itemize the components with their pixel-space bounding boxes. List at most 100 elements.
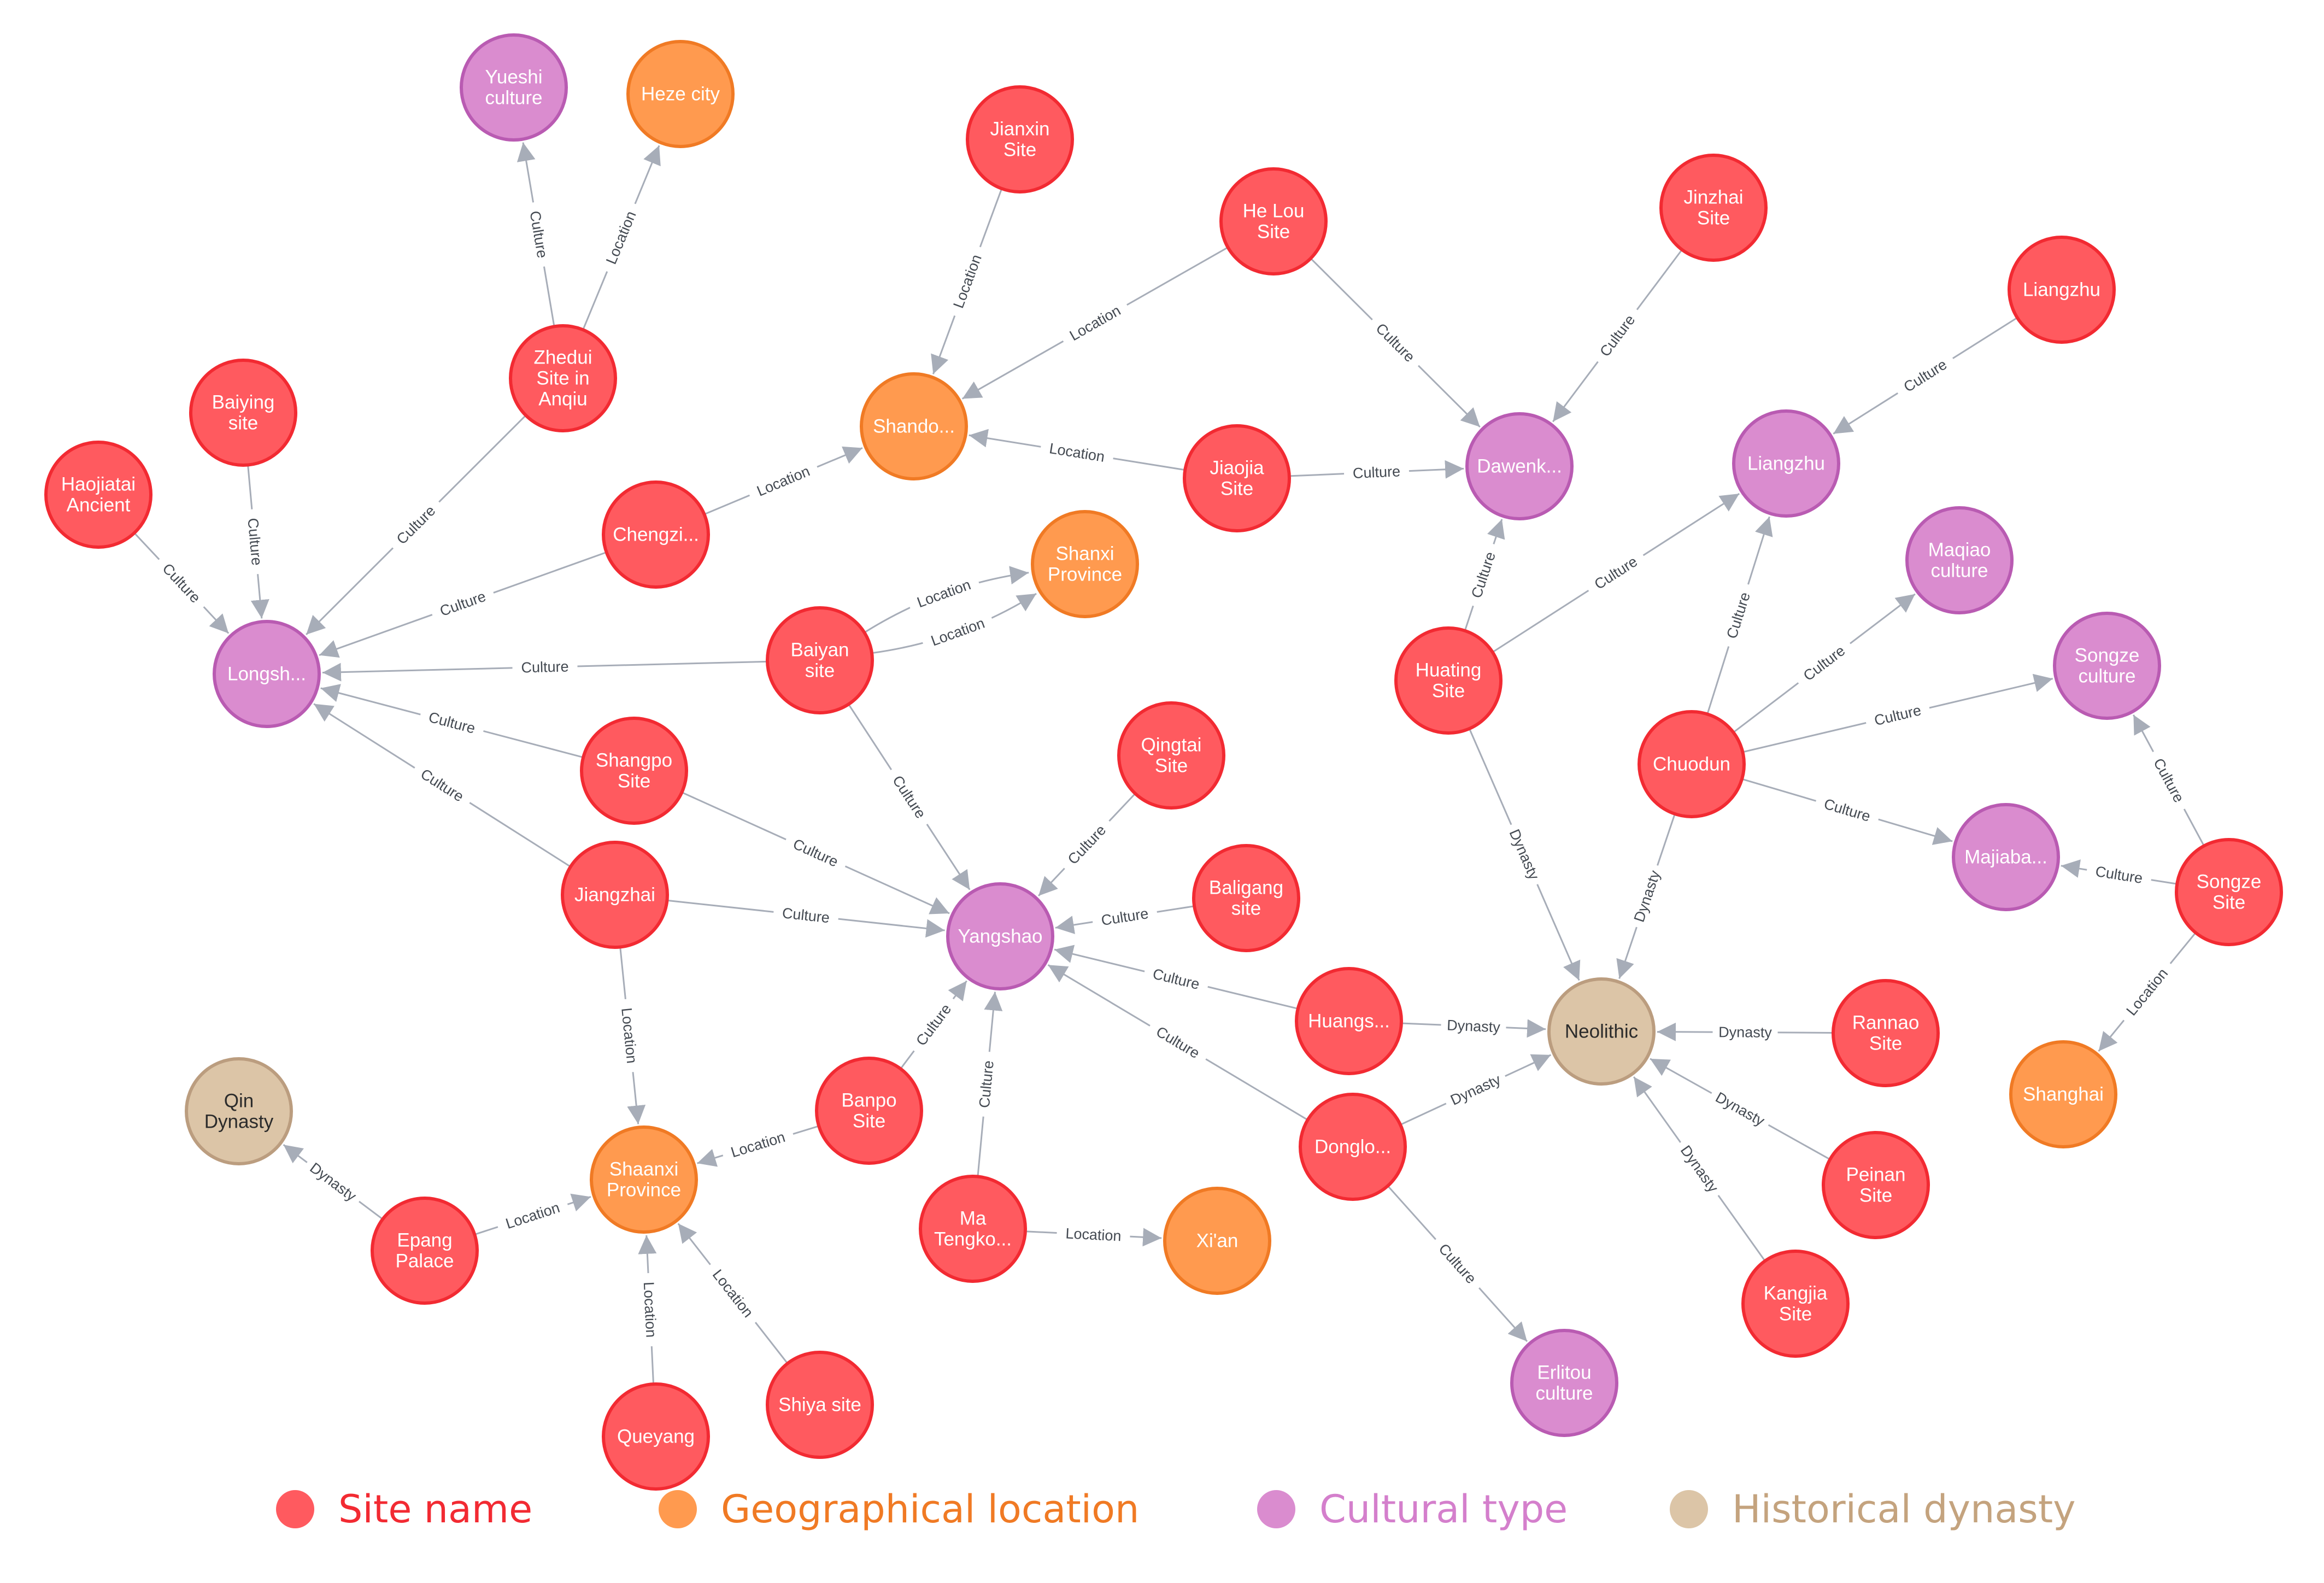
node-circle[interactable] (1741, 1250, 1850, 1358)
edge-label: Location (603, 209, 639, 267)
node-circle[interactable] (1465, 412, 1574, 520)
node-circle[interactable] (2009, 1040, 2117, 1148)
node-label: Epang (397, 1230, 452, 1251)
edge-haojiatai-longshan: Culture (133, 532, 230, 634)
node-circle[interactable] (1299, 1093, 1407, 1201)
node-jiangzhai[interactable]: Jiangzhai (561, 841, 669, 949)
node-circle[interactable] (1905, 506, 2014, 614)
node-circle[interactable] (1219, 167, 1328, 275)
edge-baiying-longshan: Culture (242, 465, 269, 619)
edge-label-bg (495, 1195, 571, 1236)
node-circle[interactable] (1117, 701, 1225, 810)
node-circle[interactable] (1732, 409, 1840, 518)
node-circle[interactable] (860, 372, 968, 480)
node-circle[interactable] (1394, 626, 1503, 735)
node-label: Jianxin (990, 119, 1050, 140)
node-circle[interactable] (509, 324, 617, 432)
node-dawenkou[interactable]: Dawenk... (1465, 412, 1574, 520)
legend-item-location: Geographical location (659, 1487, 1139, 1532)
node-circle[interactable] (1638, 710, 1746, 818)
node-circle[interactable] (590, 1125, 698, 1234)
node-circle[interactable] (1832, 979, 1940, 1087)
node-liangzhu_site[interactable]: Liangzhu (2008, 236, 2116, 344)
node-circle[interactable] (1031, 510, 1139, 618)
node-circle[interactable] (1952, 803, 2060, 911)
node-circle[interactable] (919, 1175, 1027, 1283)
node-shandong[interactable]: Shando... (860, 372, 968, 480)
node-shiya[interactable]: Shiya site (766, 1351, 874, 1459)
edge-label: Culture (1435, 1240, 1479, 1287)
node-majiabang[interactable]: Majiaba... (1952, 803, 2060, 911)
edge-label-bg (1712, 1023, 1778, 1042)
node-circle[interactable] (1659, 154, 1768, 262)
node-circle[interactable] (602, 480, 710, 589)
legend-label-culture: Cultural type (1319, 1487, 1568, 1532)
node-chuodun[interactable]: Chuodun (1638, 710, 1746, 818)
node-circle[interactable] (1183, 424, 1291, 532)
node-mating[interactable]: MaTengko... (919, 1175, 1027, 1283)
node-circle[interactable] (2053, 612, 2161, 720)
node-chengzi[interactable]: Chengzi... (602, 480, 710, 589)
node-yangshao[interactable]: Yangshao (946, 882, 1054, 990)
node-circle[interactable] (1192, 844, 1300, 952)
node-shanghai[interactable]: Shanghai (2009, 1040, 2117, 1148)
node-circle[interactable] (1295, 967, 1403, 1075)
node-label: Longsh... (227, 664, 306, 685)
node-circle[interactable] (1510, 1329, 1618, 1437)
node-label: Site (1155, 755, 1188, 777)
node-huangshan[interactable]: Huangs... (1295, 967, 1403, 1075)
node-circle[interactable] (1822, 1131, 1930, 1239)
node-heze[interactable]: Heze city (626, 40, 735, 148)
node-circle[interactable] (189, 359, 297, 467)
node-circle[interactable] (815, 1057, 923, 1165)
node-xian[interactable]: Xi'an (1163, 1187, 1271, 1295)
node-circle[interactable] (2175, 838, 2283, 946)
node-circle[interactable] (213, 620, 321, 728)
node-circle[interactable] (602, 1382, 710, 1491)
node-circle[interactable] (2008, 236, 2116, 344)
node-donglong[interactable]: Donglo... (1299, 1093, 1407, 1201)
node-circle[interactable] (946, 882, 1054, 990)
node-circle[interactable] (766, 1351, 874, 1459)
node-circle[interactable] (1163, 1187, 1271, 1295)
node-circle[interactable] (44, 441, 152, 549)
node-circle[interactable] (626, 40, 735, 148)
node-circle[interactable] (580, 717, 688, 825)
node-circle[interactable] (561, 841, 669, 949)
node-circle[interactable] (766, 606, 874, 714)
node-longshan[interactable]: Longsh... (213, 620, 321, 728)
node-circle[interactable] (1547, 977, 1656, 1086)
node-neolithic[interactable]: Neolithic (1547, 977, 1656, 1086)
node-queyang[interactable]: Queyang (602, 1382, 710, 1491)
node-circle[interactable] (966, 85, 1074, 194)
node-circle[interactable] (371, 1197, 479, 1305)
node-liangzhu[interactable]: Liangzhu (1732, 409, 1840, 518)
node-circle[interactable] (460, 33, 568, 142)
node-circle[interactable] (185, 1057, 293, 1165)
